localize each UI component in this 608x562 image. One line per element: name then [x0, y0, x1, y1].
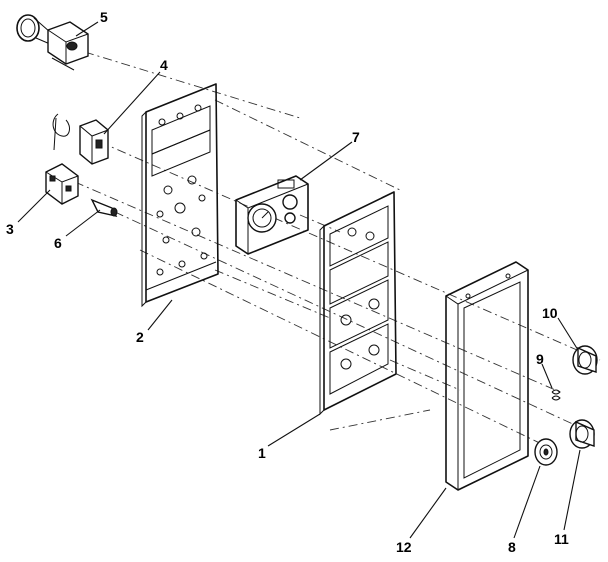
part-11-knob: [569, 419, 595, 449]
part-4-switch: [52, 113, 109, 165]
callout-3: 3: [6, 221, 14, 237]
part-5-thermostat: [16, 14, 89, 71]
callout-labels: 5 4 7 3 6 2 1 10 9 12 8 11: [6, 9, 569, 555]
part-2-mounting-plate: [141, 83, 219, 308]
callout-9: 9: [536, 351, 544, 367]
part-7-clock-timer: [235, 175, 309, 255]
callout-1: 1: [258, 445, 266, 461]
callout-5: 5: [100, 9, 108, 25]
part-3-terminal-block: [45, 163, 79, 205]
callout-2: 2: [136, 329, 144, 345]
alignment-lines: [74, 51, 601, 449]
callout-11: 11: [554, 531, 569, 547]
callout-10: 10: [542, 305, 558, 321]
callout-4: 4: [160, 57, 168, 73]
part-9-spring: [551, 389, 561, 401]
callout-8: 8: [508, 539, 516, 555]
callout-7: 7: [352, 129, 360, 145]
callout-6: 6: [54, 235, 62, 251]
leader-lines: [17, 21, 581, 539]
callout-12: 12: [396, 539, 412, 555]
part-1-control-panel: [319, 191, 397, 416]
part-10-knob: [572, 345, 598, 375]
part-8-knob: [534, 438, 558, 466]
part-12-trim-frame: [445, 261, 529, 491]
